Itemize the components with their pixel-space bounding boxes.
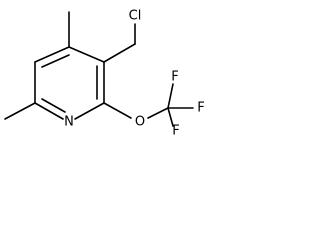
bond-c2-n bbox=[74, 102, 105, 120]
atom-label-o: O bbox=[135, 115, 145, 130]
atom-labels: Cl N O F F F bbox=[64, 9, 205, 139]
bond-cf3-f-top bbox=[167, 83, 174, 109]
bond-c5-c4-inner bbox=[41, 54, 70, 68]
atom-label-cl: Cl bbox=[129, 9, 142, 24]
bond-c5-c4 bbox=[34, 46, 70, 63]
bond-c3-ch2 bbox=[103, 43, 136, 63]
bond-c4-c3 bbox=[68, 46, 105, 63]
bond-c6-methyl bbox=[4, 102, 36, 120]
substituents bbox=[4, 11, 194, 127]
atom-label-f-bottom: F bbox=[172, 124, 179, 139]
bond-n-c6 bbox=[34, 102, 64, 120]
atom-label-f-right: F bbox=[197, 101, 204, 116]
bond-o-cf3 bbox=[147, 107, 169, 119]
bond-n-c6-inner bbox=[41, 98, 66, 113]
pyridine-ring bbox=[34, 46, 105, 120]
atom-label-n: N bbox=[64, 115, 74, 130]
bond-c2-o bbox=[103, 102, 132, 119]
bond-cf3-f-bottom bbox=[167, 107, 174, 127]
structure-diagram: Cl N O F F F bbox=[4, 9, 205, 139]
atom-label-f-top: F bbox=[171, 70, 178, 85]
